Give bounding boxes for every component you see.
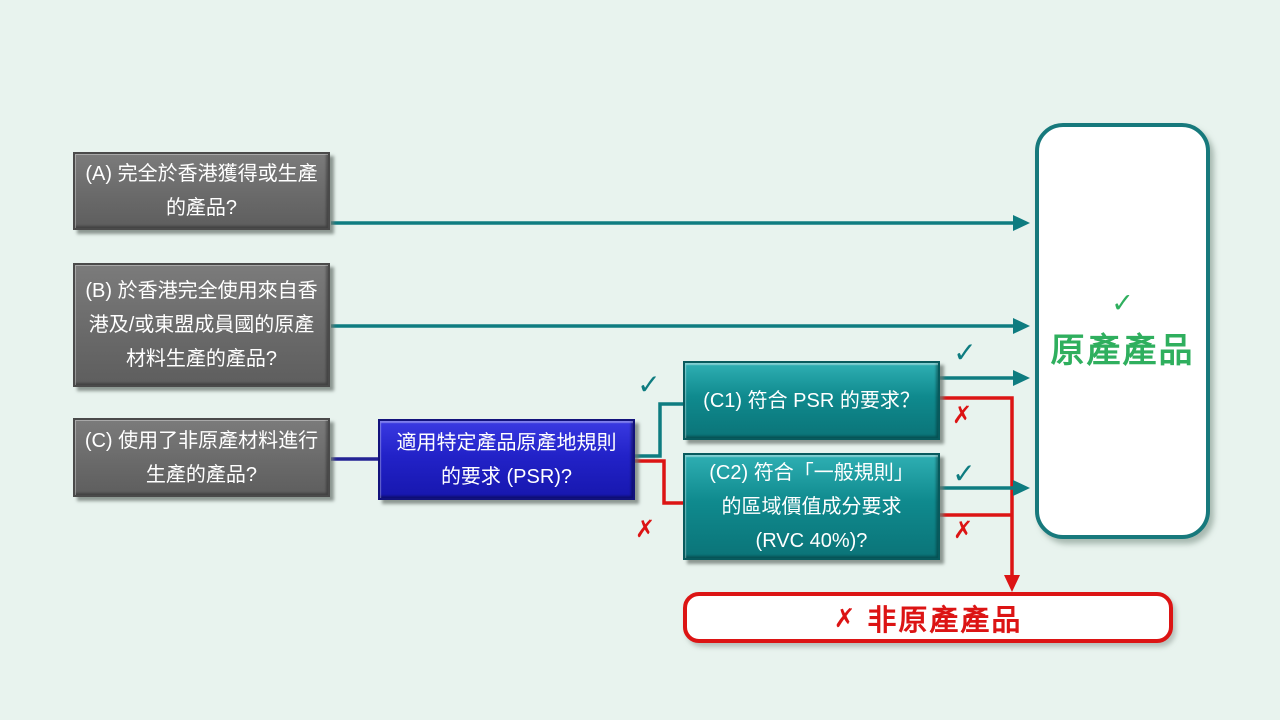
line-c1-no-to-non-originating <box>939 396 1020 592</box>
check-icon: ✓ <box>953 337 977 368</box>
node-question-a-label: (A) 完全於香港獲得或生產 的產品? <box>85 163 318 219</box>
branch-psr-no-to-c2 <box>634 459 684 505</box>
node-psr-rule: 適用特定產品原產地規則 的要求 (PSR)? <box>378 419 635 500</box>
cross-icon: ✗ <box>833 602 856 633</box>
originating-product-label: 原產產品 <box>1050 332 1195 370</box>
node-question-b-label: (B) 於香港完全使用來自香 港及/或東盟成員國的原產 材料生產的產品? <box>85 280 318 370</box>
check-icon: ✓ <box>1111 288 1134 318</box>
branch-psr-yes-to-c1 <box>634 402 684 458</box>
cross-icon: ✗ <box>951 402 973 429</box>
non-originating-product-label: 非原產產品 <box>867 604 1023 637</box>
check-icon: ✓ <box>952 458 976 489</box>
node-question-c1-label: (C1) 符合 PSR 的要求？ <box>703 389 920 412</box>
node-question-c1: (C1) 符合 PSR 的要求？ <box>683 361 940 440</box>
node-question-c-label: (C) 使用了非原產材料進行 生產的產品? <box>84 429 319 486</box>
node-psr-rule-label: 適用特定產品原產地規則 的要求 (PSR)? <box>396 431 617 488</box>
node-question-c: (C) 使用了非原產材料進行 生產的產品? <box>73 418 330 497</box>
node-question-b: (B) 於香港完全使用來自香 港及/或東盟成員國的原產 材料生產的產品? <box>73 263 330 387</box>
node-non-originating-product: ✗ 非原產產品 <box>683 592 1173 643</box>
cross-icon: ✗ <box>634 516 656 543</box>
node-question-a: (A) 完全於香港獲得或生產 的產品? <box>73 152 330 230</box>
node-question-c2-label: (C2) 符合「一般規則」 的區域價值成分要求 (RVC 40%)? <box>709 461 914 552</box>
cross-icon: ✗ <box>952 517 974 544</box>
node-originating-product: ✓ 原產產品 <box>1035 123 1210 539</box>
node-question-c2: (C2) 符合「一般規則」 的區域價值成分要求 (RVC 40%)? <box>683 453 940 560</box>
check-icon: ✓ <box>637 369 661 400</box>
